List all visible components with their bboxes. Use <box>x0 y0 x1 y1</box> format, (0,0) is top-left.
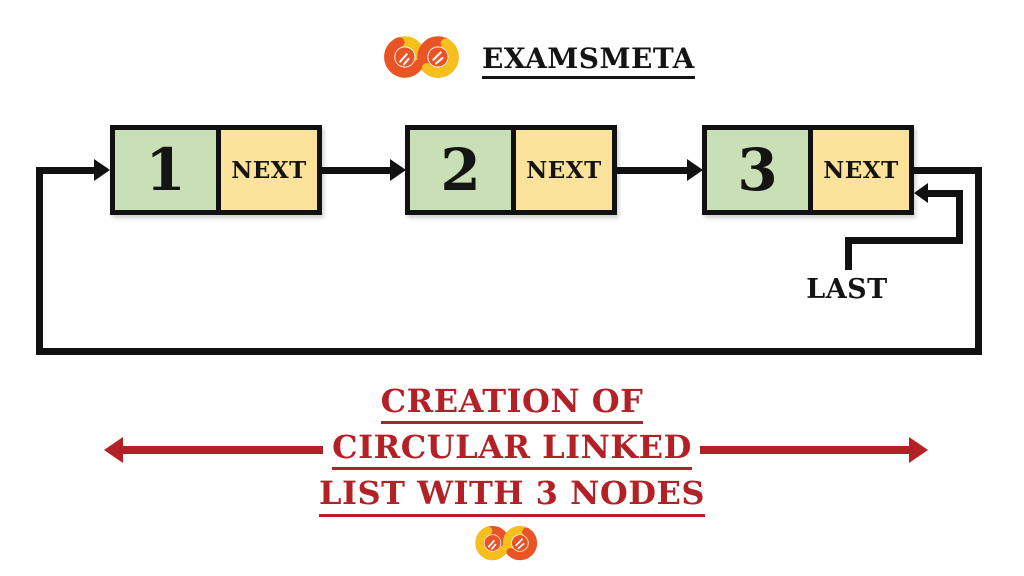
caption-block: CREATION OF CIRCULAR LINKED LIST WITH 3 … <box>212 383 812 523</box>
node-3-next-cell: NEXT <box>813 130 909 210</box>
last-pointer-segment-a <box>926 190 963 197</box>
loop-into-node1-line <box>36 167 96 174</box>
caption-right-arrow-head-icon <box>909 437 928 463</box>
loop-bottom-segment <box>36 348 982 355</box>
list-node-3: 3 NEXT <box>702 125 914 215</box>
node-2-next-cell: NEXT <box>516 130 612 210</box>
caption-line-1: CREATION OF <box>380 383 644 425</box>
arrow-node2-to-node3-line <box>617 167 689 174</box>
node-2-data-cell: 2 <box>410 130 511 210</box>
caption-right-arrow-line <box>700 446 910 454</box>
arrow-node2-to-node3-head-icon <box>687 159 703 181</box>
loop-left-vertical-segment <box>36 167 43 355</box>
last-pointer-segment-d <box>845 237 852 270</box>
last-pointer-segment-c <box>845 237 963 244</box>
caption-left-arrow-line <box>122 446 323 454</box>
brand-name: EXAMSMETA <box>482 42 695 79</box>
node-1-data-cell: 1 <box>115 130 216 210</box>
caption-line-2: CIRCULAR LINKED <box>332 430 692 471</box>
caption-line-3: LIST WITH 3 NODES <box>319 476 705 517</box>
node-3-data-cell: 3 <box>707 130 808 210</box>
node-1-next-cell: NEXT <box>221 130 317 210</box>
examsmeta-infinity-logo-icon <box>384 36 459 78</box>
loop-top-right-segment <box>914 167 982 174</box>
list-node-1: 1 NEXT <box>110 125 322 215</box>
arrow-node1-to-node2-head-icon <box>390 159 406 181</box>
caption-left-arrow-head-icon <box>104 437 123 463</box>
last-pointer-head-icon <box>914 183 928 203</box>
loop-into-node1-head-icon <box>94 159 110 181</box>
list-node-2: 2 NEXT <box>405 125 617 215</box>
arrow-node1-to-node2-line <box>322 167 394 174</box>
last-pointer-segment-b <box>956 190 963 244</box>
examsmeta-infinity-logo-footer-icon <box>475 525 538 561</box>
loop-right-vertical-segment <box>975 167 982 355</box>
last-pointer-label: LAST <box>806 274 888 305</box>
